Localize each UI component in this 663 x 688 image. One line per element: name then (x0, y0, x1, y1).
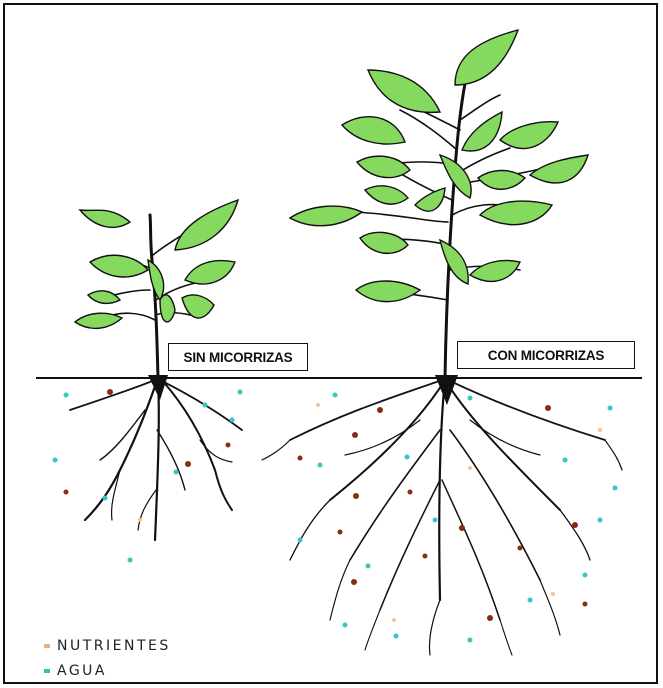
water-swatch-icon (44, 669, 50, 673)
label-with-mycorrhiza: CON MICORRIZAS (457, 341, 635, 369)
plant-with-mycorrhiza (355, 60, 580, 378)
legend-label-water: AGUA (57, 663, 107, 679)
legend-item-nutrients: NUTRIENTES (44, 638, 171, 654)
label-without-mycorrhiza: SIN MICORRIZAS (168, 343, 308, 371)
nutrient-light-dots (138, 403, 602, 622)
water-dots (53, 390, 618, 643)
leaves-with-mycorrhiza (290, 30, 588, 302)
legend-label-nutrients: NUTRIENTES (57, 638, 171, 654)
nutrients-swatch-icon (44, 644, 50, 648)
roots-without-mycorrhiza (70, 378, 242, 540)
roots-with-mycorrhiza (262, 378, 622, 655)
legend-item-water: AGUA (44, 663, 107, 679)
